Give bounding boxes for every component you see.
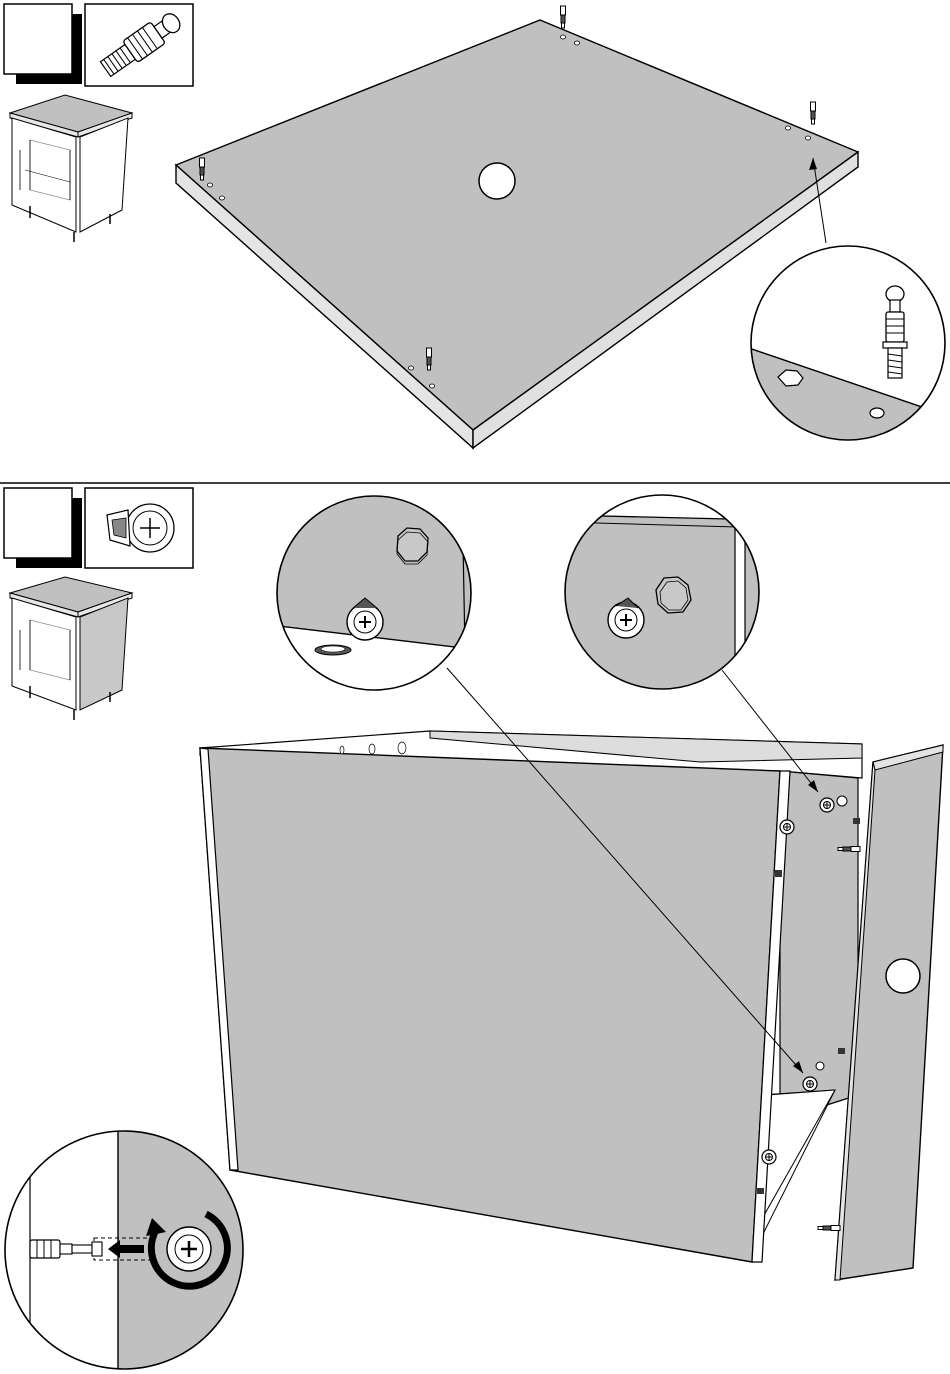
cam-lock-icon (85, 488, 193, 568)
part-label-circle (479, 163, 515, 199)
cabinet-overview-icon (10, 95, 132, 242)
dowel-icon (561, 6, 566, 28)
dowel-icon (200, 158, 205, 180)
cabinet-body (200, 731, 862, 1262)
cam-lock-icon (820, 798, 834, 812)
cam-dowel-icon (85, 4, 193, 86)
cam-lock-icon (780, 820, 794, 834)
cam-lock-icon (762, 1150, 776, 1164)
cabinet-overview-icon (10, 577, 132, 720)
cam-lock-icon (803, 1077, 817, 1091)
dowel-insert-detail (740, 240, 950, 460)
cam-rotation-detail (0, 1130, 258, 1374)
cam-lock-detail-left (270, 490, 480, 700)
cam-lock-detail-right (560, 490, 770, 705)
dowel-icon (811, 102, 816, 124)
top-panel (176, 6, 858, 448)
part-label-circle (886, 959, 920, 993)
direction-arrow-icon (118, 1245, 144, 1253)
dowel-icon (427, 348, 432, 370)
